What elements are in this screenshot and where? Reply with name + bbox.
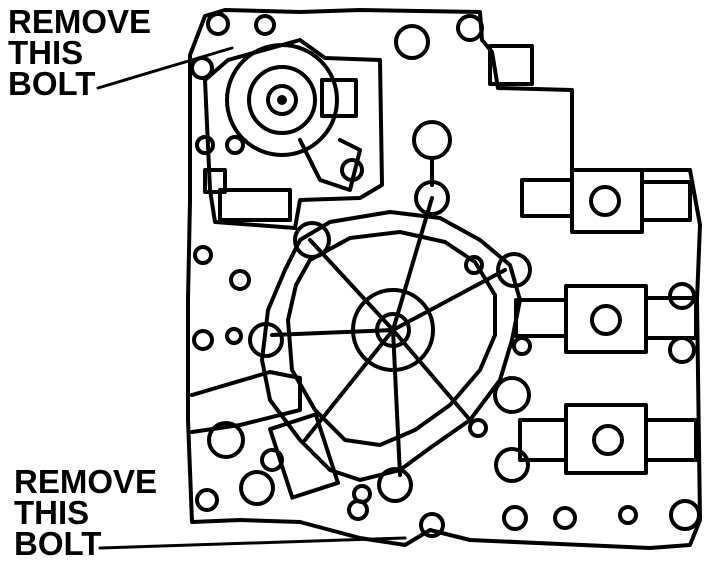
callout-top-line1: REMOVE bbox=[8, 3, 152, 40]
actuator-ring bbox=[247, 65, 317, 135]
solenoid-1 bbox=[520, 168, 692, 234]
center-hub bbox=[375, 312, 411, 348]
linkage-arm bbox=[298, 138, 362, 192]
center-hub-outer bbox=[351, 288, 435, 372]
clip bbox=[203, 168, 227, 194]
bolt-holes bbox=[190, 12, 701, 538]
check-ball-lower bbox=[414, 180, 450, 216]
separator-inner bbox=[286, 230, 497, 447]
callout-remove-bolt-bottom: REMOVE THIS BOLT bbox=[14, 463, 158, 562]
separator-outline bbox=[260, 210, 522, 482]
boss-top-1 bbox=[394, 24, 430, 60]
actuator-outer bbox=[225, 43, 339, 157]
plug-top-right bbox=[488, 44, 534, 86]
callout-top-line3: BOLT bbox=[8, 65, 96, 102]
bolt-bottom bbox=[419, 512, 445, 538]
actuator-dot bbox=[277, 95, 287, 105]
bolt-top-left bbox=[206, 12, 230, 36]
check-ball-top bbox=[412, 120, 452, 160]
leader-bottom bbox=[98, 536, 407, 550]
callout-bottom-line2: THIS bbox=[14, 494, 90, 531]
callout-bottom-line1: REMOVE bbox=[14, 463, 158, 500]
callout-bottom-line3: BOLT bbox=[14, 525, 102, 562]
callout-top-line2: THIS bbox=[8, 34, 84, 71]
bracket bbox=[218, 188, 292, 222]
leader-top bbox=[96, 46, 234, 90]
solenoid-3 bbox=[518, 403, 698, 475]
actuator-center bbox=[266, 84, 298, 116]
actuator-connector bbox=[320, 78, 358, 118]
callout-remove-bolt-top: REMOVE THIS BOLT bbox=[8, 3, 152, 102]
boss-top-2 bbox=[456, 14, 484, 42]
